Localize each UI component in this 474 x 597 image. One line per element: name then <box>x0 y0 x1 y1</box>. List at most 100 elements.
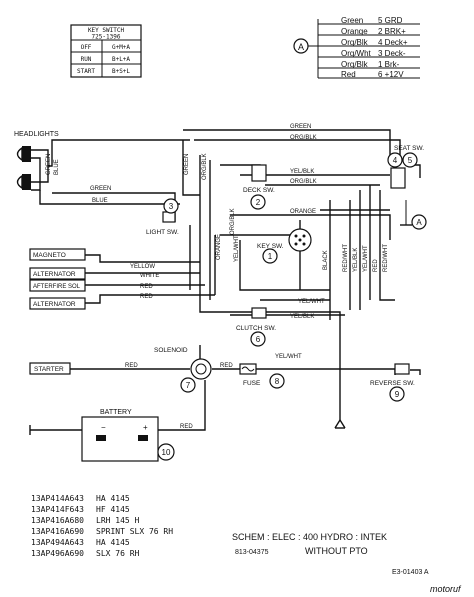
wire-label-orgblk-vert2: ORG/BLK <box>230 208 236 235</box>
legend-color-3: Org/Blk <box>341 38 369 47</box>
alternator-label-1: ALTERNATOR <box>33 271 76 278</box>
legend-color-1: Green <box>341 16 363 25</box>
battery-minus: − <box>101 423 106 432</box>
schematic-number: 813-04375 <box>235 549 269 556</box>
model-code-4: 13AP416A690 <box>31 527 84 536</box>
key-code-run: B+L+A <box>112 56 130 63</box>
key-switch-part: 725-1396 <box>92 34 121 41</box>
wire-label-green-hl: GREEN <box>46 154 52 175</box>
color-legend: A Green 5 GRD Orange 2 BRK+ Org/Blk 4 De… <box>293 16 420 79</box>
callout-6: 6 <box>256 335 261 344</box>
legend-pin-1: 5 GRD <box>378 16 403 25</box>
headlights: HEADLIGHTS GREEN BLUE GREEN BLUE <box>14 131 190 205</box>
model-code-2: 13AP414F643 <box>31 505 84 514</box>
callout-8: 8 <box>275 377 280 386</box>
model-code-6: 13AP496A690 <box>31 549 84 558</box>
key-pos-run: RUN <box>81 56 92 63</box>
wire-label-green-top: GREEN <box>290 124 311 130</box>
wire-label-orgblk-top: ORG/BLK <box>290 135 317 141</box>
wire-label-orange: ORANGE <box>290 209 316 215</box>
afterfire-label: AFTERFIRE SOL <box>33 284 81 290</box>
battery-plus: + <box>143 423 148 432</box>
key-switch-label: KEY SW. <box>257 243 284 250</box>
wire-label-redblk: RED <box>140 294 153 300</box>
fuse: FUSE <box>239 363 261 387</box>
wire-label-yelwht-vert2: YEL/WHT <box>363 245 369 272</box>
reverse-switch: REVERSE SW. <box>370 363 415 387</box>
wire-label-yelblk-vert: YEL/BLK <box>353 248 359 272</box>
wire-label-red-batt: RED <box>180 424 193 430</box>
key-code-off: G+M+A <box>112 44 130 51</box>
starter-label: STARTER <box>34 366 64 373</box>
callout-1: 1 <box>268 252 273 261</box>
callout-4: 4 <box>393 156 398 165</box>
model-list: 13AP414A643 HA 4145 13AP414F643 HF 4145 … <box>31 494 173 558</box>
callout-7: 7 <box>186 381 191 390</box>
solenoid-label: SOLENOID <box>154 347 188 354</box>
drawing-number: E3-01403 A <box>392 569 429 576</box>
legend-color-4: Org/Wht <box>341 49 372 58</box>
headlights-label: HEADLIGHTS <box>14 131 59 138</box>
model-code-1: 13AP414A643 <box>31 494 84 503</box>
deck-switch-label: DECK SW. <box>243 187 275 194</box>
legend-pin-4: 3 Deck- <box>378 49 406 58</box>
callout-9: 9 <box>395 390 400 399</box>
legend-color-6: Red <box>341 70 356 79</box>
wire-label-green-mid: GREEN <box>90 186 111 192</box>
seat-switch-label: SEAT SW. <box>394 145 424 152</box>
wire-label-orgblk-vert: ORG/BLK <box>202 153 208 180</box>
schematic-title: SCHEM : ELEC : 400 HYDRO : INTEK <box>232 532 387 542</box>
wire-label-yelblk: YEL/BLK <box>290 169 314 175</box>
ground-symbols <box>29 425 345 435</box>
legend-pin-2: 2 BRK+ <box>378 27 406 36</box>
key-pos-start: START <box>77 68 95 75</box>
legend-pin-3: 4 Deck+ <box>378 38 408 47</box>
wire-label-yelwht-clutch: YEL/WHT <box>298 299 325 305</box>
callout-5: 5 <box>408 156 413 165</box>
reverse-switch-label: REVERSE SW. <box>370 380 415 387</box>
model-desc-5: HA 4145 <box>96 538 130 547</box>
battery-label: BATTERY <box>100 409 132 416</box>
wire-label-yelblk-clutch: YEL/BLK <box>290 314 314 320</box>
clutch-switch: CLUTCH SW. <box>236 307 276 332</box>
wire-label-redwht-vert: RED/WHT <box>343 244 349 272</box>
legend-color-5: Org/Blk <box>341 60 369 69</box>
model-desc-2: HF 4145 <box>96 505 130 514</box>
wire-label-yelwht-fuse: YEL/WHT <box>275 354 302 360</box>
wire-label-white: WHITE <box>140 273 159 279</box>
wire-label-blue-hl: BLUE <box>54 159 60 175</box>
callout-10: 10 <box>162 448 171 457</box>
component-boxes: MAGNETO ALTERNATOR AFTERFIRE SOL ALTERNA… <box>29 248 86 375</box>
schematic-subtitle: WITHOUT PTO <box>305 546 368 556</box>
magneto-label: MAGNETO <box>33 252 66 259</box>
battery: − + BATTERY <box>81 409 159 462</box>
legend-pin-5: 1 Brk- <box>378 60 400 69</box>
light-switch-label: LIGHT SW. <box>146 229 179 236</box>
legend-pin-6: 6 +12V <box>378 70 404 79</box>
wire-label-redwht-vert2: RED/WHT <box>383 244 389 272</box>
clutch-switch-label: CLUTCH SW. <box>236 325 276 332</box>
key-code-start: B+S+L <box>112 68 130 75</box>
model-desc-4: SPRINT SLX 76 RH <box>96 527 173 536</box>
model-code-3: 13AP416A680 <box>31 516 84 525</box>
wire-label-red-alt: RED <box>140 284 153 290</box>
callout-2: 2 <box>256 198 261 207</box>
wire-label-orange-vert: ORANGE <box>216 234 222 260</box>
wire-label-black-vert: BLACK <box>323 250 329 270</box>
wire-label-green-vert: GREEN <box>184 154 190 175</box>
callout-3: 3 <box>169 202 174 211</box>
key-pos-off: OFF <box>81 44 92 51</box>
key-switch-title: KEY SWITCH <box>88 27 125 34</box>
deck-switch: DECK SW. <box>243 164 275 194</box>
model-desc-6: SLX 76 RH <box>96 549 140 558</box>
legend-color-2: Orange <box>341 27 368 36</box>
model-code-5: 13AP494A643 <box>31 538 84 547</box>
wire-label-red-vert: RED <box>373 259 379 272</box>
key-switch-table: KEY SWITCH 725-1396 OFF G+M+A RUN B+L+A … <box>70 24 142 78</box>
wire-label-red-starter: RED <box>125 363 138 369</box>
model-desc-3: LRH 145 H <box>96 516 140 525</box>
key-switch: KEY SW. <box>257 228 312 252</box>
seat-switch: SEAT SW. <box>390 145 424 189</box>
wire-label-red-fuse: RED <box>220 363 233 369</box>
